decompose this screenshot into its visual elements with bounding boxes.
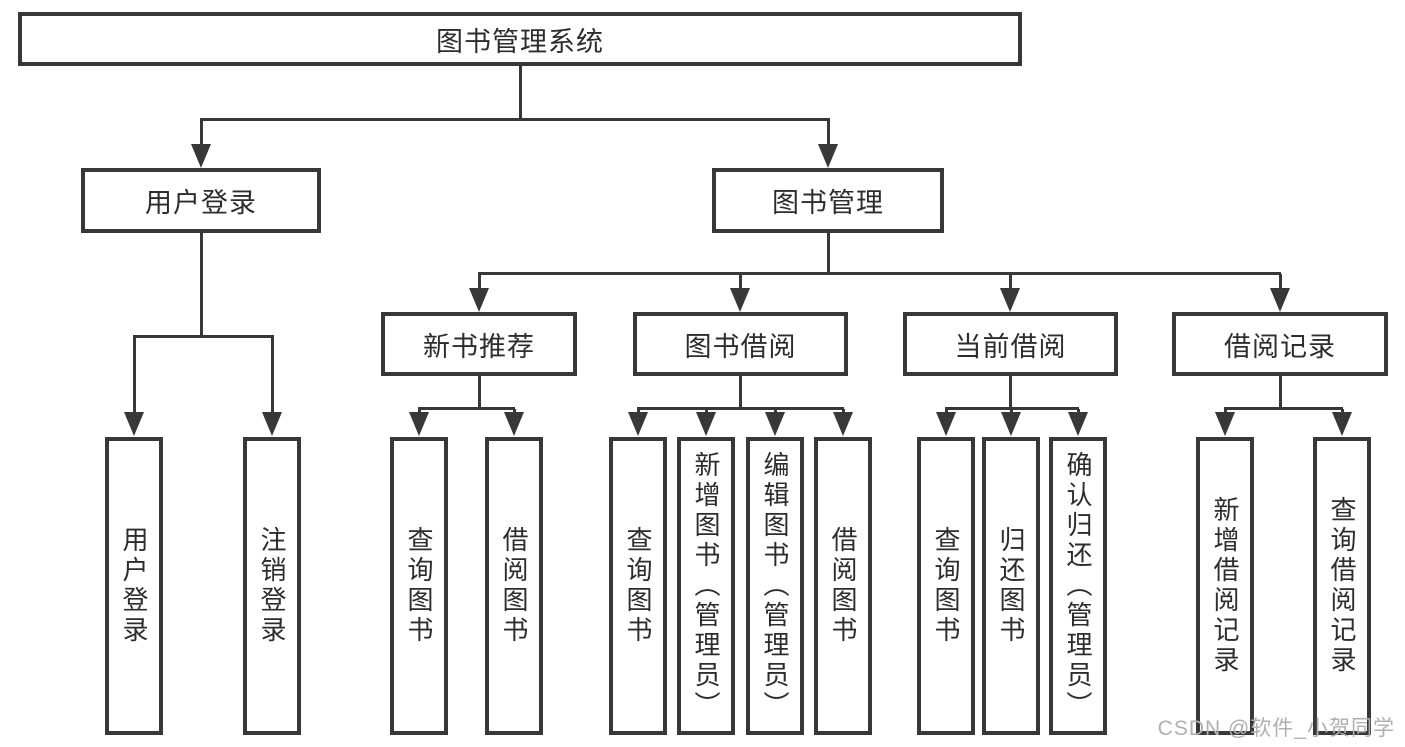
leaf-query-books-borrow: 查询图书 — [609, 437, 667, 735]
connector-line — [1009, 374, 1012, 409]
connector-line — [1279, 274, 1282, 290]
connector-line — [945, 407, 1079, 410]
csdn-watermark: CSDN @软件_小贺同学 — [1157, 717, 1395, 740]
connector-line — [133, 337, 136, 414]
leaf-confirm-return-admin: 确认归还（管理员） — [1049, 437, 1107, 735]
leaf-borrow-books: 借阅图书 — [814, 437, 872, 735]
arrow-down-icon — [1332, 412, 1352, 436]
leaf-query-books-current: 查询图书 — [917, 437, 975, 735]
connector-line — [200, 120, 203, 148]
arrow-down-icon — [936, 412, 956, 436]
connector-line — [478, 374, 481, 409]
connector-line — [200, 118, 830, 121]
node-root-library-system: 图书管理系统 — [18, 12, 1022, 66]
arrow-down-icon — [469, 288, 489, 312]
arrow-down-icon — [628, 412, 648, 436]
arrow-down-icon — [765, 412, 785, 436]
arrow-down-icon — [696, 412, 716, 436]
node-user-login: 用户登录 — [81, 168, 321, 233]
arrow-down-icon — [1270, 288, 1290, 312]
node-borrowing-records: 借阅记录 — [1172, 312, 1388, 376]
leaf-add-books-admin: 新增图书（管理员） — [677, 437, 735, 735]
arrow-down-icon — [730, 288, 750, 312]
connector-line — [478, 272, 1281, 275]
leaf-edit-books-admin: 编辑图书（管理员） — [746, 437, 804, 735]
connector-line — [1279, 374, 1282, 409]
arrow-down-icon — [1068, 412, 1088, 436]
leaf-query-books-recommend: 查询图书 — [390, 437, 448, 735]
arrow-down-icon — [124, 412, 144, 436]
connector-line — [827, 231, 830, 274]
node-new-book-recommend: 新书推荐 — [381, 312, 577, 376]
leaf-return-books: 归还图书 — [982, 437, 1040, 735]
node-current-borrowing: 当前借阅 — [903, 312, 1118, 376]
node-book-management: 图书管理 — [712, 168, 944, 233]
arrow-down-icon — [409, 412, 429, 436]
arrow-down-icon — [833, 412, 853, 436]
node-book-borrowing: 图书借阅 — [633, 312, 848, 376]
arrow-down-icon — [262, 412, 282, 436]
arrow-down-icon — [818, 144, 838, 168]
connector-line — [1009, 274, 1012, 290]
connector-line — [200, 231, 203, 338]
arrow-down-icon — [191, 144, 211, 168]
leaf-borrow-books-recommend: 借阅图书 — [485, 437, 543, 735]
leaf-logout: 注销登录 — [243, 437, 301, 735]
leaf-query-borrow-record: 查询借阅记录 — [1313, 437, 1371, 735]
connector-line — [519, 64, 522, 120]
connector-line — [271, 337, 274, 414]
connector-line — [827, 120, 830, 148]
connector-line — [478, 274, 481, 290]
leaf-user-login: 用户登录 — [105, 437, 163, 735]
arrow-down-icon — [1000, 288, 1020, 312]
leaf-add-borrow-record: 新增借阅记录 — [1196, 437, 1254, 735]
connector-line — [418, 407, 515, 410]
connector-line — [739, 374, 742, 409]
connector-line — [637, 407, 844, 410]
connector-line — [1224, 407, 1343, 410]
arrow-down-icon — [1215, 412, 1235, 436]
arrow-down-icon — [504, 412, 524, 436]
arrow-down-icon — [1001, 412, 1021, 436]
connector-line — [739, 274, 742, 290]
connector-line — [133, 335, 274, 338]
